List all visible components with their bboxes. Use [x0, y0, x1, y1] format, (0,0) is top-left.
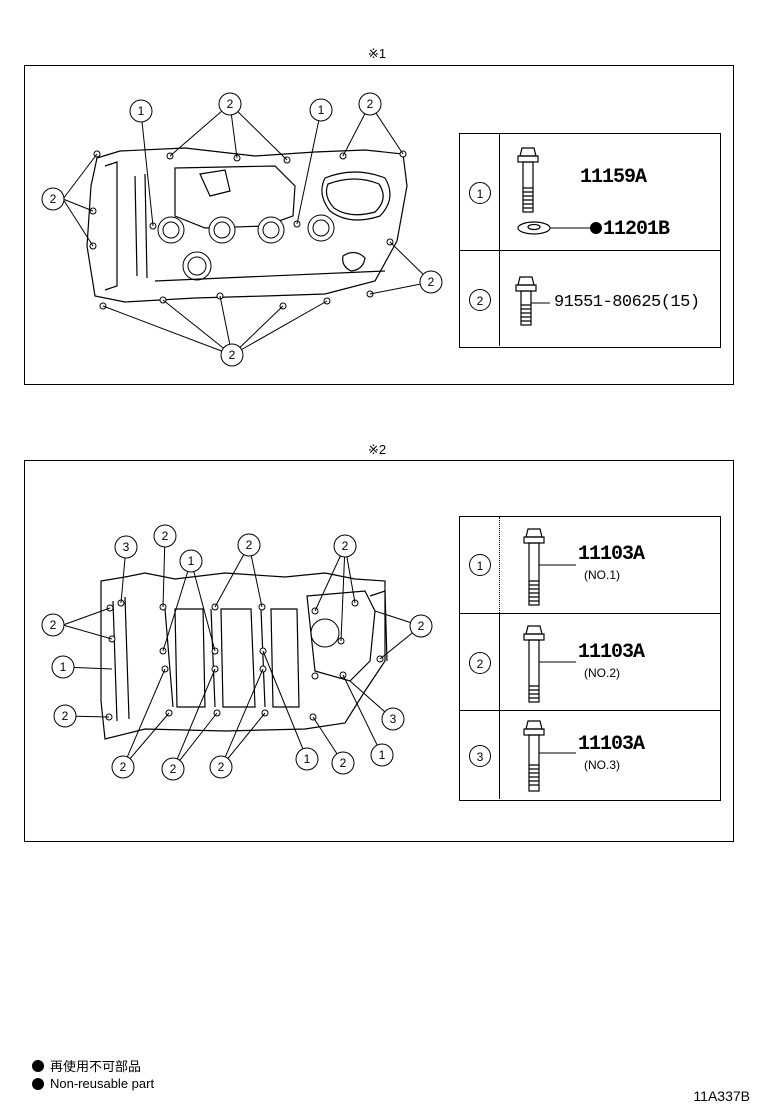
part-sub-number: (NO.2)	[584, 666, 620, 680]
svg-text:2: 2	[218, 760, 225, 774]
callout-1: 1	[370, 743, 394, 767]
part-table-1: 1 11159A 11201B 2 91551-806	[459, 133, 721, 348]
svg-text:2: 2	[162, 529, 169, 543]
non-reusable-dot-icon	[32, 1077, 44, 1090]
svg-text:2: 2	[340, 756, 347, 770]
legend-jp-text: 再使用不可部品	[50, 1059, 142, 1074]
section-2-mark: ※2	[368, 442, 387, 457]
non-reusable-dot-icon	[32, 1059, 44, 1072]
part-number: 11159A	[580, 166, 647, 189]
callout-2: 2	[111, 755, 135, 779]
part-number: 11103A	[578, 543, 645, 566]
callout-2: 2	[161, 757, 185, 781]
section-2-panel: 3 2 1 2 2 2 1 2 2 2 2 1 2 1 3 2 1 11103A…	[24, 460, 734, 842]
callout-1: 1	[179, 549, 203, 573]
callout-2: 2	[419, 270, 443, 294]
part-sub-number: (NO.3)	[584, 758, 620, 772]
table-row: 2 11103A (NO.2)	[460, 613, 720, 710]
row-number: 1	[469, 182, 491, 204]
svg-text:2: 2	[50, 618, 57, 632]
svg-text:2: 2	[170, 762, 177, 776]
bolt-icon	[523, 625, 576, 703]
part-number-non-reusable: 11201B	[603, 218, 670, 241]
bolt-icon	[517, 147, 539, 213]
section-1-mark: ※1	[368, 46, 387, 61]
callout-2: 2	[209, 755, 233, 779]
illustration-code: 11A337B	[693, 1088, 750, 1104]
part-table-2: 1 11103A (NO.1) 2 11103A (NO.2)	[459, 516, 721, 801]
row-number: 3	[469, 745, 491, 767]
callout-1: 1	[129, 99, 153, 123]
legend-jp: 再使用不可部品	[32, 1056, 141, 1075]
washer-icon	[517, 221, 602, 235]
table-row: 1 11159A 11201B	[460, 134, 720, 250]
part-sub-number: (NO.1)	[584, 568, 620, 582]
svg-text:2: 2	[120, 760, 127, 774]
svg-text:2: 2	[62, 709, 69, 723]
row-number: 2	[469, 652, 491, 674]
callout-1: 1	[51, 655, 75, 679]
bolt-icon	[523, 528, 576, 606]
svg-text:1: 1	[318, 103, 325, 117]
callout-2: 2	[333, 534, 357, 558]
svg-text:3: 3	[123, 540, 130, 554]
bolt-icon	[515, 276, 550, 326]
svg-text:2: 2	[227, 97, 234, 111]
callout-2: 2	[237, 533, 261, 557]
svg-text:1: 1	[188, 554, 195, 568]
legend-en-text: Non-reusable part	[50, 1076, 155, 1091]
svg-text:2: 2	[428, 275, 435, 289]
bolt-icon	[523, 720, 576, 792]
svg-text:1: 1	[379, 748, 386, 762]
callout-2: 2	[331, 751, 355, 775]
svg-text:2: 2	[418, 619, 425, 633]
legend-en: Non-reusable part	[32, 1076, 154, 1091]
row-number: 1	[469, 554, 491, 576]
svg-text:1: 1	[60, 660, 67, 674]
callout-3: 3	[381, 707, 405, 731]
callout-2: 2	[358, 92, 382, 116]
cylinder-head-cover-drawing: 1 2 1 2 2 2 2	[41, 92, 443, 367]
svg-text:2: 2	[342, 539, 349, 553]
callout-2: 2	[41, 187, 65, 211]
callout-3: 3	[114, 535, 138, 559]
callout-1: 1	[295, 747, 319, 771]
callout-2: 2	[409, 614, 433, 638]
svg-text:2: 2	[246, 538, 253, 552]
callout-2: 2	[53, 704, 77, 728]
callout-2: 2	[220, 343, 244, 367]
svg-text:3: 3	[390, 712, 397, 726]
table-row: 1 11103A (NO.1)	[460, 517, 720, 613]
cylinder-block-drawing: 3 2 1 2 2 2 1 2 2 2 2 1 2 1 3 2	[41, 524, 433, 781]
svg-text:2: 2	[229, 348, 236, 362]
svg-text:1: 1	[138, 104, 145, 118]
table-row: 3 11103A (NO.3)	[460, 710, 720, 799]
svg-text:1: 1	[304, 752, 311, 766]
callout-2: 2	[153, 524, 177, 548]
svg-text:2: 2	[367, 97, 374, 111]
row-number: 2	[469, 289, 491, 311]
section-1-panel: 1 2 1 2 2 2 2 1 11159A 11201B 2	[24, 65, 734, 385]
table-row: 2 91551-80625(15)	[460, 250, 720, 346]
callout-2: 2	[41, 613, 65, 637]
callout-1: 1	[309, 98, 333, 122]
svg-text:2: 2	[50, 192, 57, 206]
part-number: 91551-80625(15)	[554, 293, 700, 312]
callout-2: 2	[218, 92, 242, 116]
part-number: 11103A	[578, 641, 645, 664]
part-number: 11103A	[578, 733, 645, 756]
